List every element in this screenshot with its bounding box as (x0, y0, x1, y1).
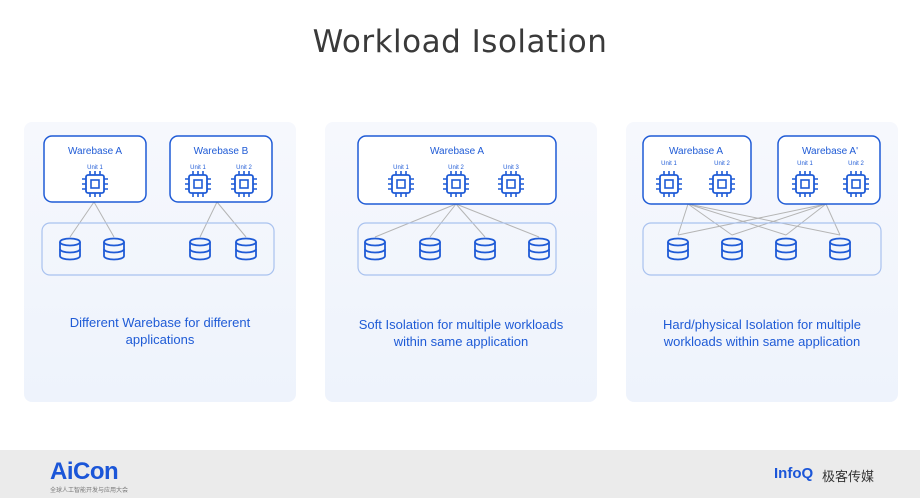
database-icon (419, 237, 441, 261)
caption: Soft Isolation for multiple workloads wi… (325, 316, 597, 350)
unit-label: Unit 2 (848, 161, 864, 167)
warebase-a-prime-label: Warebase A' (802, 146, 858, 157)
warebase-a-label: Warebase A (68, 146, 122, 157)
unit-label: Unit 1 (661, 161, 677, 167)
page-title: Workload Isolation (312, 24, 608, 60)
caption-line: Different Warebase for different (69, 315, 251, 330)
database-icon (474, 237, 496, 261)
infoq-logo: InfoQ (774, 465, 814, 482)
warebase-a-label: Warebase A (669, 146, 723, 157)
caption-line: applications (125, 332, 195, 347)
caption-line: within same application (393, 334, 529, 349)
database-icon (667, 237, 689, 261)
footer-bar: AiCon 全球人工智能开发与应用大会 InfoQ 极客传媒 (0, 450, 920, 498)
aicon-logo: AiCon (50, 458, 119, 485)
warebase-a-label: Warebase A (430, 146, 484, 157)
caption-line: workloads within same application (663, 334, 861, 349)
diagram-different-warebase: Warebase A Warebase B Unit 1 Unit 1 Unit… (41, 135, 275, 276)
caption: Different Warebase for different applica… (24, 314, 296, 348)
caption-line: Hard/physical Isolation for multiple (663, 317, 861, 332)
diagram-hard-isolation: Warebase A Warebase A' Unit 1 Unit 2 Uni… (642, 135, 882, 276)
unit-label: Unit 3 (503, 165, 519, 171)
database-icon (364, 237, 386, 261)
database-icon (775, 237, 797, 261)
database-icon (235, 237, 257, 261)
database-icon (721, 237, 743, 261)
database-icon (103, 237, 125, 261)
panel-different-warebase: Warebase A Warebase B Unit 1 Unit 1 Unit… (24, 122, 296, 402)
caption: Hard/physical Isolation for multiple wor… (626, 316, 898, 350)
panel-hard-isolation: Warebase A Warebase A' Unit 1 Unit 2 Uni… (626, 122, 898, 402)
unit-label: Unit 2 (714, 161, 730, 167)
geek-media-text: 极客传媒 (822, 469, 875, 484)
unit-label: Unit 1 (87, 165, 103, 171)
unit-label: Unit 2 (448, 165, 464, 171)
database-icon (189, 237, 211, 261)
aicon-subtitle: 全球人工智能开发与应用大会 (50, 488, 129, 494)
unit-label: Unit 2 (236, 165, 252, 171)
database-icon (829, 237, 851, 261)
caption-line: Soft Isolation for multiple workloads (358, 317, 564, 332)
unit-label: Unit 1 (797, 161, 813, 167)
database-icon (59, 237, 81, 261)
diagram-soft-isolation: Warebase A Unit 1 Unit 2 Unit 3 (357, 135, 557, 276)
warebase-b-label: Warebase B (194, 146, 249, 157)
database-icon (528, 237, 550, 261)
panel-soft-isolation: Warebase A Unit 1 Unit 2 Unit 3 Soft Iso… (325, 122, 597, 402)
unit-label: Unit 1 (393, 165, 409, 171)
unit-label: Unit 1 (190, 165, 206, 171)
